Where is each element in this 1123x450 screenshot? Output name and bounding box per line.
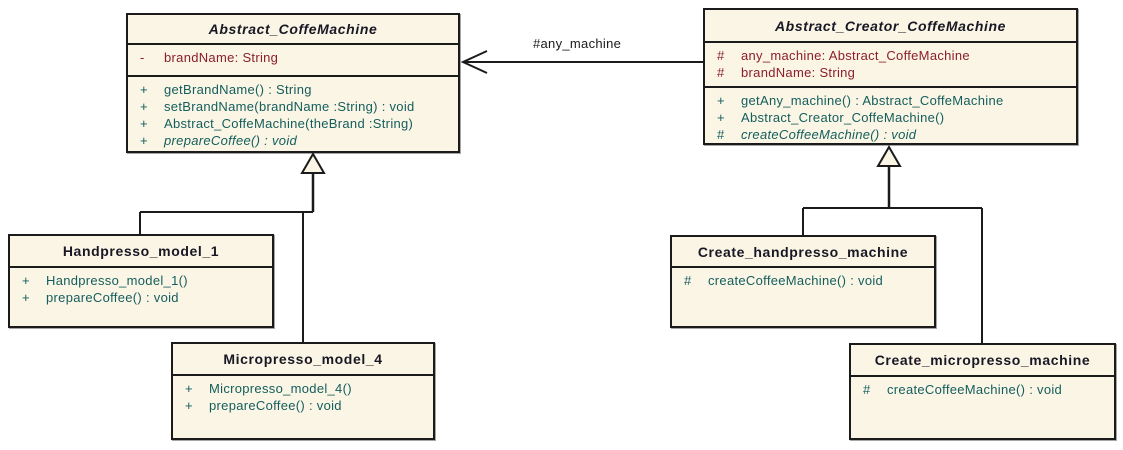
association-any-machine [460,50,703,74]
hollow-triangle-icon [876,145,902,167]
class-title: Abstract_CoffeMachine [208,21,378,37]
visibility-protected-icon: # [863,382,871,397]
visibility-public-icon: + [22,290,30,305]
visibility-public-icon: + [140,99,148,114]
class-title: Create_handpresso_machine [697,243,909,260]
methods-compartment: +Micropresso_model_4() +prepareCoffee() … [173,374,433,438]
visibility-public-icon: + [185,381,193,396]
class-abstract-coffe-machine[interactable]: Abstract_CoffeMachine -brandName: String… [126,13,460,153]
visibility-public-icon: + [140,133,148,148]
generalization-left [139,152,326,342]
method-row-abstract: #createCoffeeMachine() : void [705,126,1076,143]
methods-compartment: #createCoffeeMachine() : void [851,375,1114,438]
open-arrowhead-icon [460,50,488,74]
class-handpresso-model-1[interactable]: Handpresso_model_1 +Handpresso_model_1()… [8,234,274,328]
attributes-compartment: -brandName: String [128,43,458,75]
generalization-right [802,145,983,343]
class-micropresso-model-4[interactable]: Micropresso_model_4 +Micropresso_model_4… [171,342,435,440]
methods-compartment: #createCoffeeMachine() : void [672,266,934,326]
visibility-public-icon: + [717,93,725,108]
method-row: +Abstract_Creator_CoffeMachine() [705,109,1076,126]
method-row: +getAny_machine() : Abstract_CoffeMachin… [705,92,1076,109]
class-create-handpresso-machine[interactable]: Create_handpresso_machine #createCoffeeM… [670,235,936,328]
method-row: #createCoffeeMachine() : void [672,272,934,289]
visibility-public-icon: + [140,116,148,131]
method-row: +setBrandName(brandName :String) : void [128,98,458,115]
class-title: Micropresso_model_4 [223,351,383,367]
class-create-micropresso-machine[interactable]: Create_micropresso_machine #createCoffee… [849,343,1116,440]
visibility-public-icon: + [717,110,725,125]
hollow-triangle-icon [300,152,326,174]
visibility-public-icon: + [22,273,30,288]
method-row: +Handpresso_model_1() [10,272,272,289]
methods-compartment: +getAny_machine() : Abstract_CoffeMachin… [705,86,1076,143]
class-title: Abstract_Creator_CoffeMachine [774,17,1007,34]
association-label-any-machine: #any_machine [533,36,622,51]
method-row-abstract: +prepareCoffee() : void [128,132,458,149]
attribute-row: -brandName: String [128,49,458,66]
visibility-public-icon: + [140,82,148,97]
method-row: #createCoffeeMachine() : void [851,381,1114,398]
method-row: +Micropresso_model_4() [173,380,433,397]
attribute-row: #brandName: String [705,64,1076,81]
visibility-protected-icon: # [717,48,725,63]
attribute-row: #any_machine: Abstract_CoffeMachine [705,47,1076,64]
class-title: Create_micropresso_machine [874,352,1091,368]
methods-compartment: +Handpresso_model_1() +prepareCoffee() :… [10,266,272,326]
visibility-protected-icon: # [717,127,725,142]
visibility-protected-icon: # [717,65,725,80]
visibility-public-icon: + [185,398,193,413]
class-abstract-creator-coffe-machine[interactable]: Abstract_Creator_CoffeMachine #any_machi… [703,8,1078,145]
method-row: +prepareCoffee() : void [173,397,433,414]
method-row: +Abstract_CoffeMachine(theBrand :String) [128,115,458,132]
method-row: +prepareCoffee() : void [10,289,272,306]
class-title: Handpresso_model_1 [62,243,220,259]
visibility-protected-icon: # [684,273,692,288]
method-row: +getBrandName() : String [128,81,458,98]
methods-compartment: +getBrandName() : String +setBrandName(b… [128,75,458,151]
visibility-private-icon: - [140,50,145,65]
attributes-compartment: #any_machine: Abstract_CoffeMachine #bra… [705,41,1076,86]
